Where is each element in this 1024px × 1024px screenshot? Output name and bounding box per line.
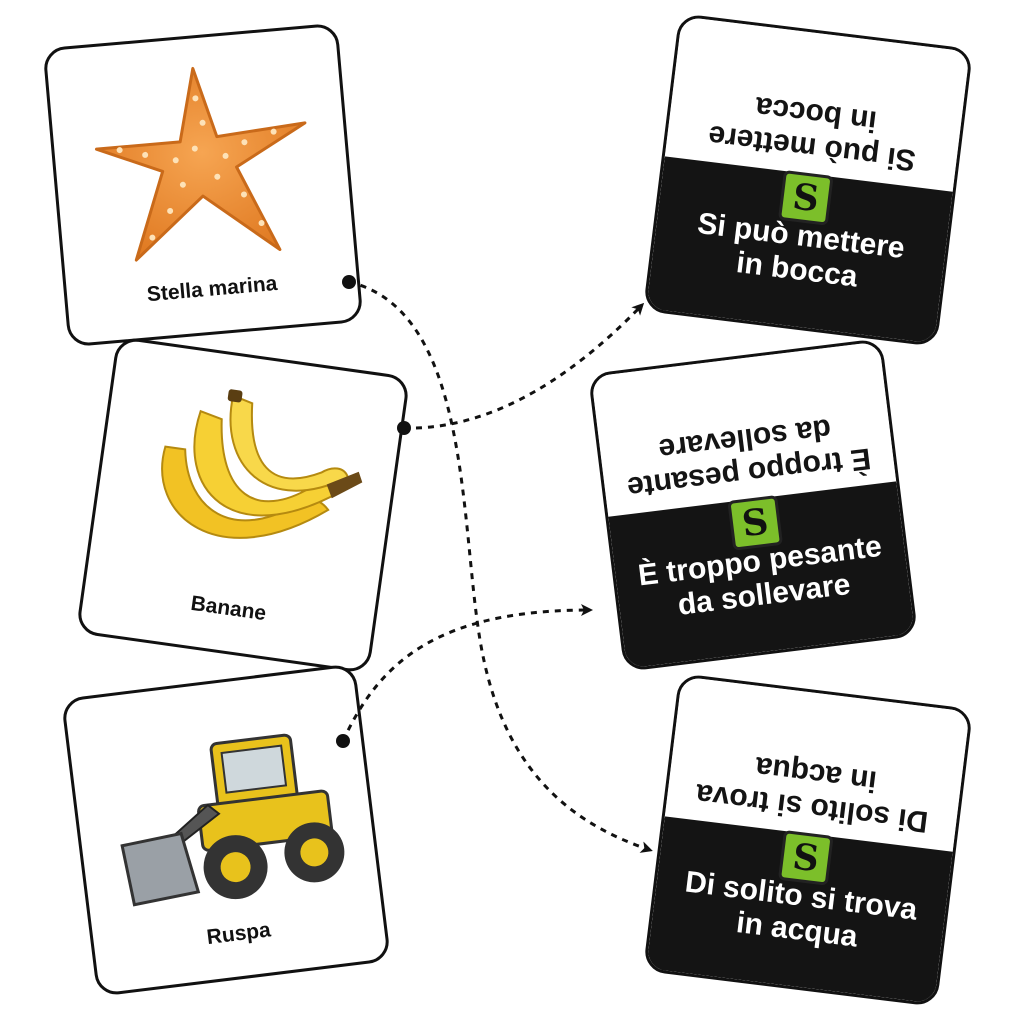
bananas-icon [108, 362, 385, 605]
s-logo-icon: S [777, 830, 834, 886]
connector-ruspa-to-pesante [341, 604, 593, 742]
connector-stella-to-acqua [348, 280, 653, 853]
answer-card-pesante[interactable]: È troppo pesante da sollevare S È troppo… [587, 338, 919, 672]
s-logo-icon: S [777, 170, 834, 226]
answer-card-acqua[interactable]: Di solito si trova in acqua S Di solito … [642, 673, 974, 1007]
card-ruspa[interactable]: Ruspa [60, 663, 392, 997]
starfish-icon [67, 48, 334, 279]
bulldozer-icon [86, 689, 360, 928]
s-logo-icon: S [727, 495, 784, 551]
card-banane[interactable]: Banane [75, 335, 411, 675]
card-stella-marina[interactable]: Stella marina [42, 22, 364, 348]
answer-card-bocca[interactable]: Si può mettere in bocca S Si può mettere… [642, 13, 974, 347]
